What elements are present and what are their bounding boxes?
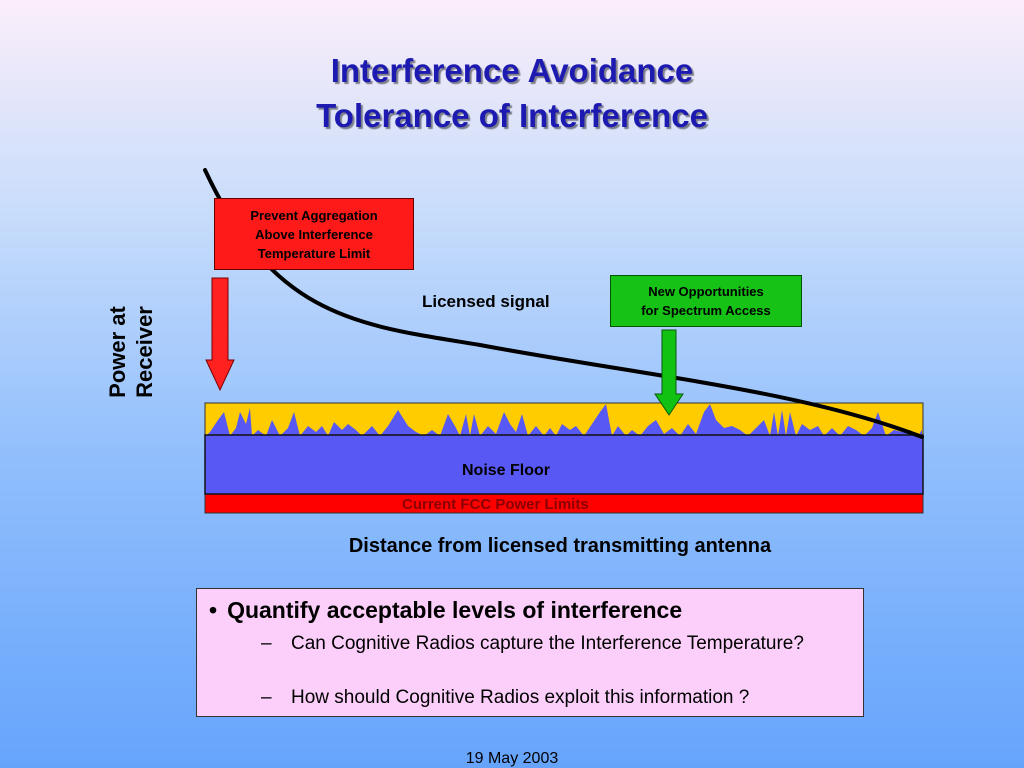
bullet-main: • Quantify acceptable levels of interfere…	[209, 597, 682, 624]
licensed-signal-curve	[203, 168, 924, 439]
slide-title-line2: Tolerance of Interference	[316, 97, 708, 134]
green-down-arrow	[654, 329, 684, 416]
sub-bullet-1-text: Can Cognitive Radios capture the Interfe…	[291, 633, 804, 654]
new-opportunities-text: New Opportunities for Spectrum Access	[641, 284, 771, 318]
bullet-marker: •	[209, 597, 218, 623]
red-down-arrow	[205, 277, 235, 392]
prevent-aggregation-callout: Prevent Aggregation Above Interference T…	[214, 198, 414, 270]
bullet-main-text: Quantify acceptable levels of interferen…	[227, 597, 683, 623]
prevent-aggregation-text: Prevent Aggregation Above Interference T…	[250, 207, 378, 261]
y-axis-label-text: Power at Receiver	[105, 306, 157, 398]
x-axis-label: Distance from licensed transmitting ante…	[348, 535, 772, 557]
noise-floor-area	[204, 434, 924, 495]
fcc-power-limits-label: Current FCC Power Limits	[402, 496, 589, 513]
sub-bullet-2: – How should Cognitive Radios exploit th…	[261, 685, 811, 710]
noise-floor-label: Noise Floor	[462, 462, 551, 479]
sub-bullet-marker: –	[261, 687, 272, 708]
noise-spikes	[206, 404, 922, 437]
bullet-box: • Quantify acceptable levels of interfere…	[196, 588, 864, 717]
footer-date: 19 May 2003	[465, 750, 559, 767]
slide-title-line1: Interference Avoidance	[330, 52, 694, 89]
y-axis-label: Power at Receiver	[104, 306, 158, 398]
sub-bullet-2-text: How should Cognitive Radios exploit this…	[291, 687, 750, 708]
sub-bullet-1: – Can Cognitive Radios capture the Inter…	[261, 631, 811, 656]
sub-bullet-marker: –	[261, 633, 272, 654]
new-opportunities-callout: New Opportunities for Spectrum Access	[610, 275, 802, 327]
licensed-signal-label: Licensed signal	[422, 292, 550, 311]
